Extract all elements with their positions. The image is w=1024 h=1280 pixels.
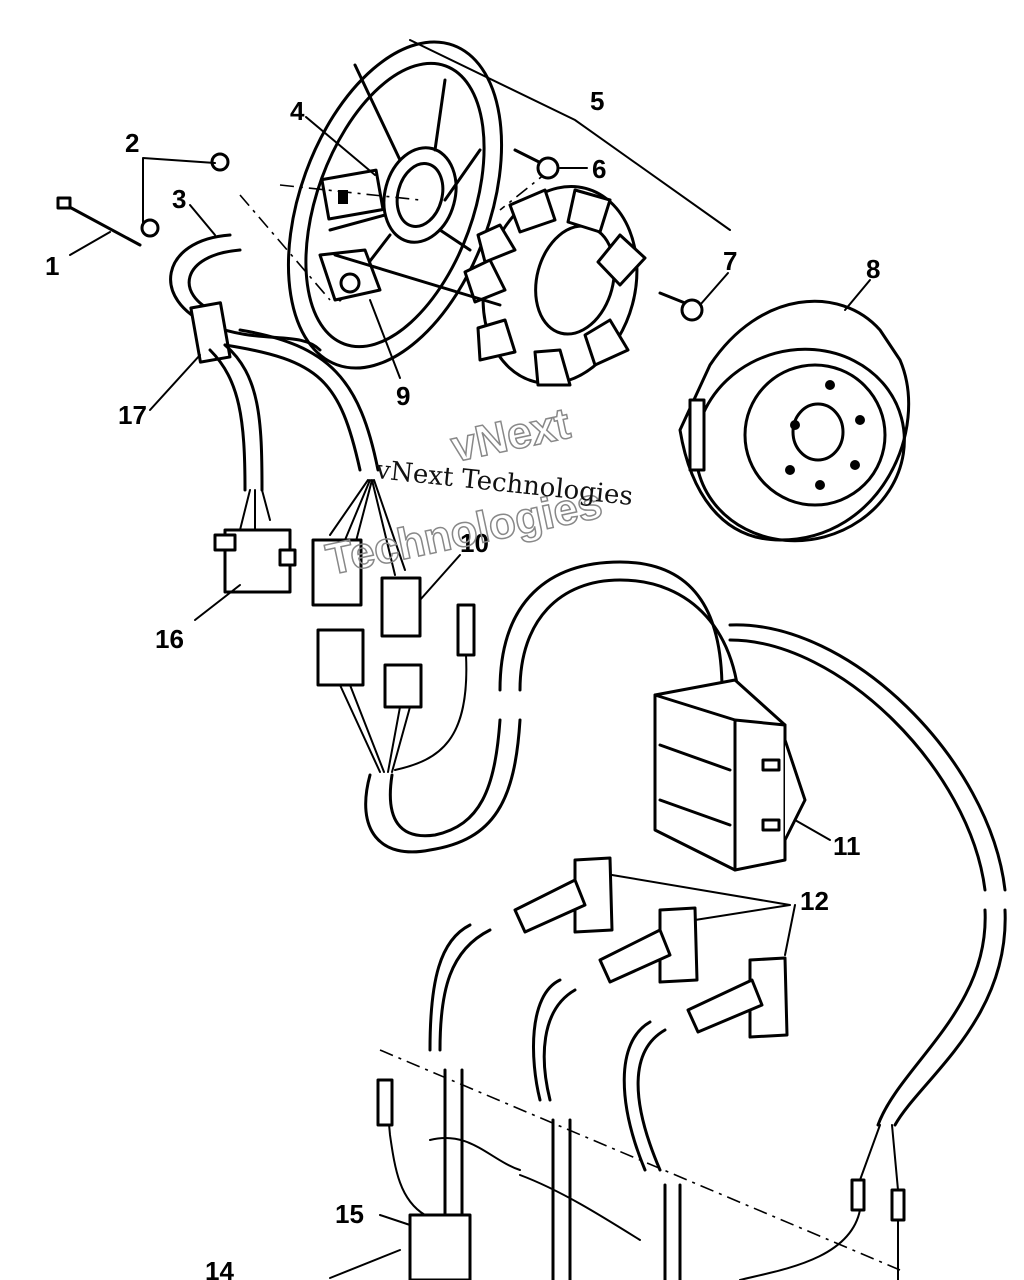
screw-2	[140, 152, 230, 238]
screw-7	[658, 291, 704, 322]
callout-4: 4	[290, 96, 305, 126]
flywheel	[678, 299, 910, 543]
callout-5: 5	[590, 86, 604, 116]
callout-14: 14	[205, 1256, 234, 1280]
right-wire	[728, 623, 1007, 1280]
stator-coil	[463, 184, 647, 387]
callout-16: 16	[155, 624, 184, 654]
stator-shaft-line	[333, 253, 502, 307]
connectors-10	[311, 538, 476, 773]
connector-16	[213, 489, 297, 594]
cdi-box	[653, 678, 807, 872]
spark-plug-caps	[513, 856, 796, 1039]
callout-6: 6	[592, 154, 606, 184]
callout-1: 1	[45, 251, 59, 281]
callout-17: 17	[118, 400, 147, 430]
callout-15: 15	[335, 1199, 364, 1229]
callout-12: 12	[800, 886, 829, 916]
ht-leads	[376, 923, 901, 1280]
callout-9: 9	[396, 381, 410, 411]
leader-lines	[69, 39, 871, 1279]
watermark-vnext: vNext	[447, 399, 575, 472]
callout-7: 7	[723, 246, 737, 276]
callout-8: 8	[866, 254, 880, 284]
callout-10: 10	[460, 528, 489, 558]
cdi-wire	[364, 560, 742, 854]
stator-plate	[286, 40, 504, 370]
bolt-1	[56, 196, 142, 247]
callout-2: 2	[125, 128, 139, 158]
callout-3: 3	[172, 184, 186, 214]
callout-11: 11	[833, 831, 861, 861]
screw-6	[513, 148, 560, 180]
wire-harness	[169, 233, 406, 576]
